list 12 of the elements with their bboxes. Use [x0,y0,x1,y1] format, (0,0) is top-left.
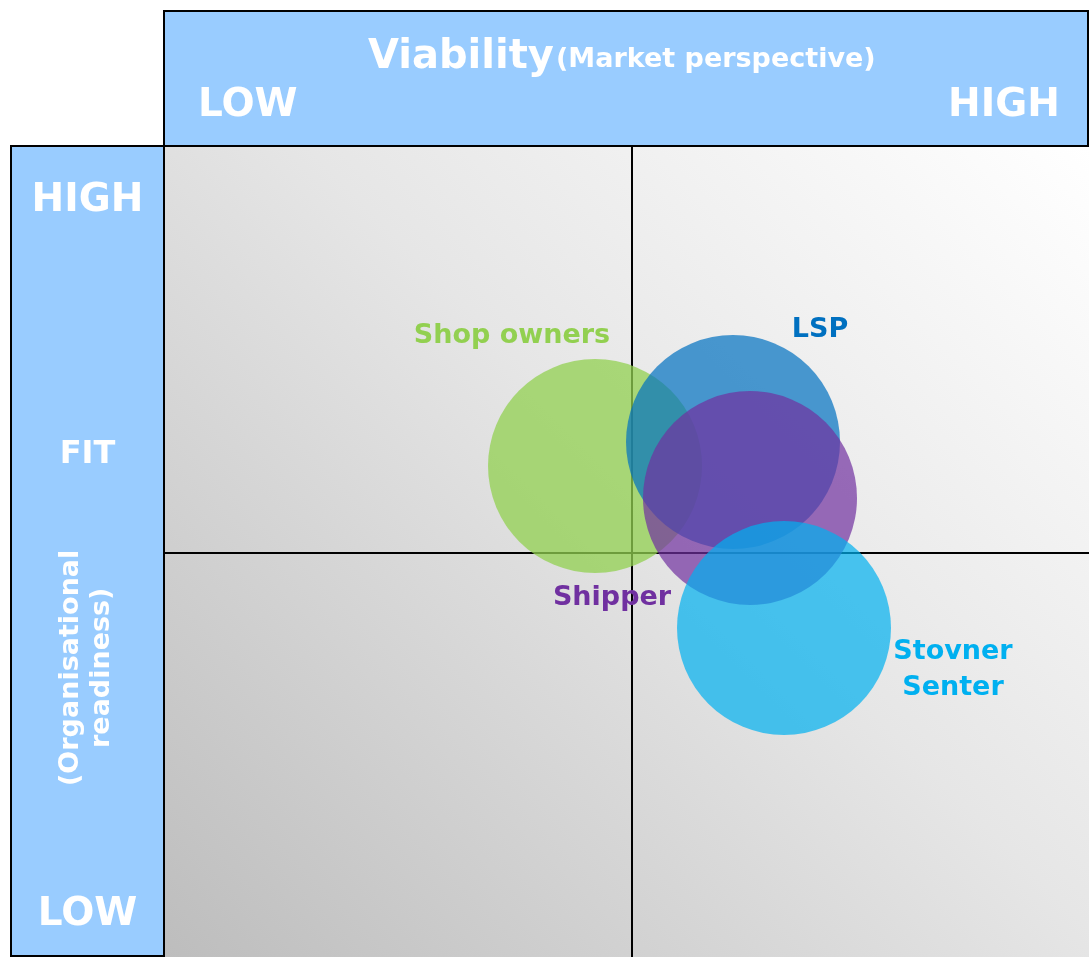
axis-band [163,10,1089,147]
bubble-label: LSP [790,311,850,345]
axis-high-label: HIGH [30,178,145,217]
axis-high-label: HIGH [948,83,1060,122]
axis-low-label: LOW [36,892,139,931]
axis-subtitle: (Organisational readiness) [53,548,117,789]
axis-band [10,145,165,957]
axis-low-label: LOW [198,83,298,122]
axis-title: FIT [58,436,117,468]
bubble-label: Stovner Senter [892,633,1014,704]
axis-subtitle: (Market perspective) [556,44,876,71]
bubble-label: Shop owners [412,317,612,351]
